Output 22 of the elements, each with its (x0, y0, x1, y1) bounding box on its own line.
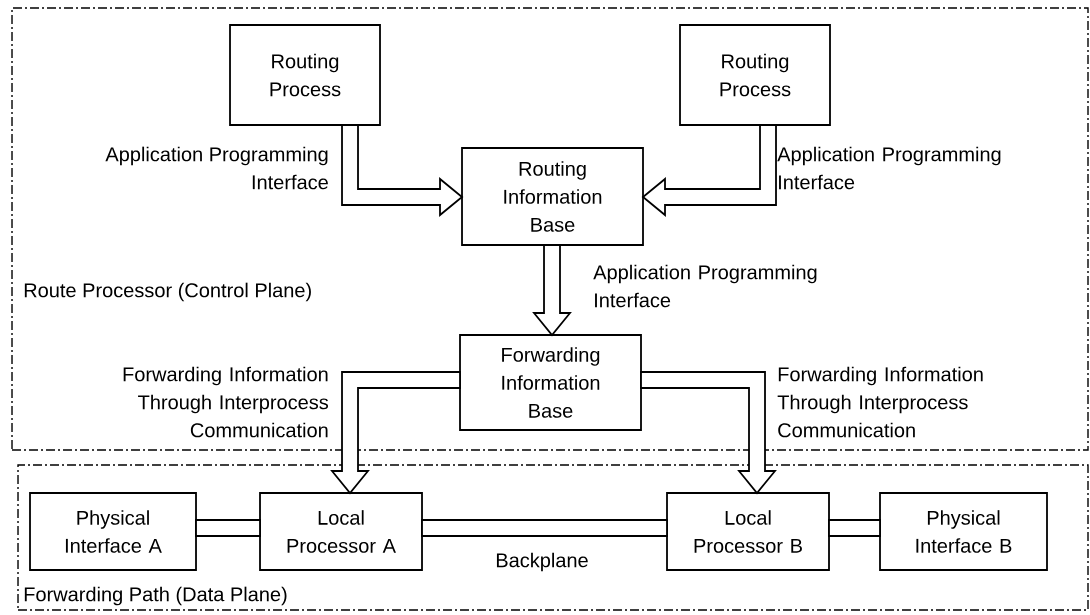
process-box: Local Processor B (666, 492, 830, 571)
double-line-link (828, 519, 881, 537)
double-line-link (421, 519, 668, 537)
edge-label: Forwarding Information Through Interprocess Communication (777, 366, 983, 438)
edge-label: Forwarding Information Through Interprocess Communication (123, 366, 329, 438)
hollow-arrow (640, 371, 777, 495)
process-box: Physical Interface A (29, 492, 197, 571)
process-box: Forwarding Information Base (459, 334, 642, 431)
hollow-arrow (341, 124, 464, 217)
edge-label: Application Programming Interface (777, 146, 1001, 190)
hollow-arrow (330, 371, 461, 495)
double-line-link (195, 519, 261, 537)
edge-label: Application Programming Interface (105, 146, 328, 190)
process-box: Routing Process (229, 24, 381, 126)
hollow-arrow (641, 124, 777, 217)
process-box: Physical Interface B (879, 492, 1048, 571)
edge-label: Backplane (496, 552, 588, 572)
process-box: Routing Information Base (461, 147, 644, 246)
process-box: Routing Process (679, 24, 831, 126)
hollow-arrow (532, 244, 572, 337)
process-box: Local Processor A (259, 492, 423, 571)
edge-label: Application Programming Interface (593, 264, 817, 308)
